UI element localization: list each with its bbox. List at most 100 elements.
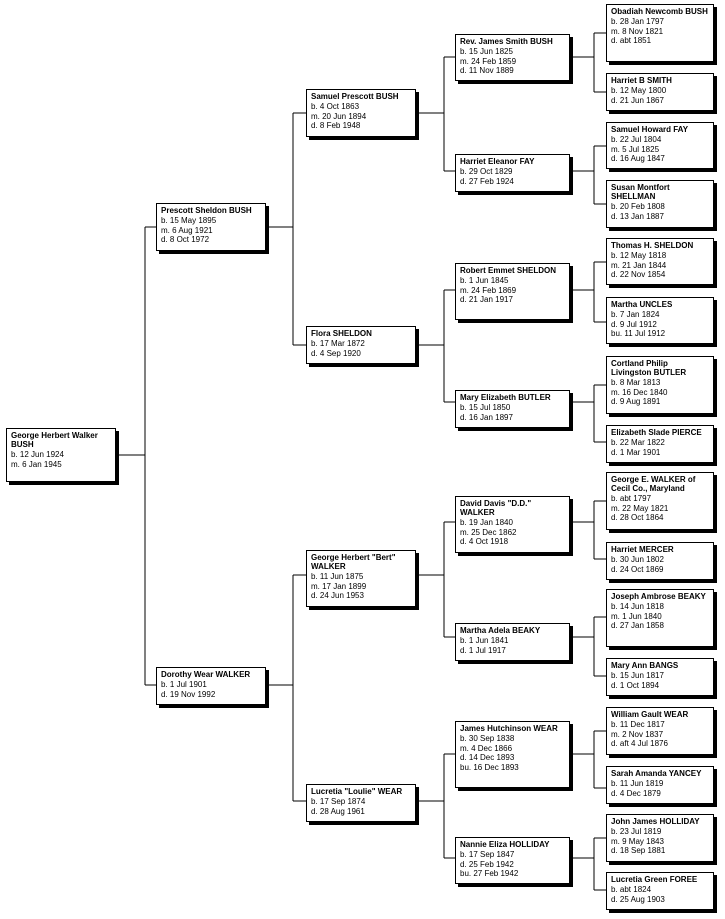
- person-name: Thomas H. SHELDON: [611, 241, 694, 250]
- person-fact: d. 1 Oct 1894: [611, 680, 660, 690]
- person-fact: b. 1 Jun 1841: [460, 636, 509, 645]
- person-fact: d. 4 Dec 1879: [611, 788, 661, 798]
- person-fact: d. 8 Oct 1972: [161, 235, 210, 245]
- person-fact: m. 6 Jan 1945: [11, 459, 62, 469]
- person-name: Mary Ann BANGS: [611, 661, 679, 670]
- person-name: Prescott Sheldon BUSH: [161, 206, 252, 215]
- person-fact: b. 30 Jun 1802: [611, 555, 664, 564]
- person-name: Harriet B SMITH: [611, 76, 672, 85]
- person-fact: b. 14 Jun 1818: [611, 602, 664, 611]
- person-box-harriet-b-smith[interactable]: Harriet B SMITH b. 12 May 1800 d. 21 Jun…: [606, 73, 714, 111]
- person-name: James Hutchinson WEAR: [460, 724, 558, 733]
- person-fact: m. 2 Nov 1837: [611, 729, 664, 739]
- person-box-james-hutchinson-wear[interactable]: James Hutchinson WEAR b. 30 Sep 1838 m. …: [455, 721, 570, 788]
- person-fact: b. 15 Jul 1850: [460, 403, 511, 412]
- person-name: Harriet MERCER: [611, 545, 674, 554]
- person-box-susan-montfort-shellman[interactable]: Susan Montfort SHELLMAN b. 20 Feb 1808 d…: [606, 180, 714, 228]
- person-box-harriet-eleanor-fay[interactable]: Harriet Eleanor FAY b. 29 Oct 1829 d. 27…: [455, 154, 570, 192]
- person-fact: b. 12 May 1800: [611, 86, 667, 95]
- person-fact: d. 9 Aug 1891: [611, 397, 661, 407]
- person-box-elizabeth-slade-pierce[interactable]: Elizabeth Slade PIERCE b. 22 Mar 1822 d.…: [606, 425, 714, 463]
- person-fact: b. 17 Mar 1872: [311, 339, 365, 348]
- person-fact: d. 11 Nov 1889: [460, 66, 514, 76]
- person-box-joseph-ambrose-beaky[interactable]: Joseph Ambrose BEAKY b. 14 Jun 1818 m. 1…: [606, 589, 714, 647]
- person-name: Sarah Amanda YANCEY: [611, 769, 702, 778]
- person-fact: d. 27 Feb 1924: [460, 176, 514, 186]
- person-name: George Herbert "Bert" WALKER: [311, 553, 396, 571]
- person-fact: b. 23 Jul 1819: [611, 827, 662, 836]
- person-name: Cortland Philip Livingston BUTLER: [611, 359, 687, 377]
- person-fact: d. 19 Nov 1992: [161, 689, 216, 699]
- person-name: Martha Adela BEAKY: [460, 626, 541, 635]
- person-fact: m. 8 Nov 1821: [611, 26, 664, 36]
- person-fact: d. 4 Oct 1918: [460, 537, 509, 547]
- person-box-john-james-holliday[interactable]: John James HOLLIDAY b. 23 Jul 1819 m. 9 …: [606, 814, 714, 862]
- person-box-martha-uncles[interactable]: Martha UNCLES b. 7 Jan 1824 d. 9 Jul 191…: [606, 297, 714, 344]
- person-fact: m. 25 Dec 1862: [460, 527, 517, 537]
- person-fact: m. 5 Jul 1825: [611, 144, 660, 154]
- person-box-george-herbert-bert-walker[interactable]: George Herbert "Bert" WALKER b. 11 Jun 1…: [306, 550, 416, 607]
- person-fact: m. 9 May 1843: [611, 836, 664, 846]
- person-box-dorothy-wear-walker[interactable]: Dorothy Wear WALKER b. 1 Jul 1901 d. 19 …: [156, 667, 266, 705]
- person-fact: b. 12 May 1818: [611, 251, 667, 260]
- person-fact: d. 4 Sep 1920: [311, 348, 361, 358]
- person-box-rev-james-smith-bush[interactable]: Rev. James Smith BUSH b. 15 Jun 1825 m. …: [455, 34, 570, 81]
- person-name: Dorothy Wear WALKER: [161, 670, 251, 679]
- person-fact: d. 9 Jul 1912: [611, 319, 657, 329]
- person-fact: b. abt 1824: [611, 885, 652, 894]
- person-fact: b. 22 Jul 1804: [611, 135, 662, 144]
- person-box-george-herbert-walker-bush[interactable]: George Herbert Walker BUSH b. 12 Jun 192…: [6, 428, 116, 482]
- person-name: Lucretia "Loulie" WEAR: [311, 787, 403, 796]
- person-box-robert-emmet-sheldon[interactable]: Robert Emmet SHELDON b. 1 Jun 1845 m. 24…: [455, 263, 570, 320]
- person-fact: d. 24 Oct 1869: [611, 564, 664, 574]
- person-fact: d. 21 Jun 1867: [611, 95, 664, 105]
- person-name: Martha UNCLES: [611, 300, 673, 309]
- person-fact: b. 30 Sep 1838: [460, 734, 515, 743]
- person-fact: d. 16 Jan 1897: [460, 412, 513, 422]
- person-box-mary-elizabeth-butler[interactable]: Mary Elizabeth BUTLER b. 15 Jul 1850 d. …: [455, 390, 570, 428]
- person-fact: m. 21 Jan 1844: [611, 260, 667, 270]
- person-fact: d. 1 Jul 1917: [460, 645, 506, 655]
- person-box-william-gault-wear[interactable]: William Gault WEAR b. 11 Dec 1817 m. 2 N…: [606, 707, 714, 755]
- person-name: Samuel Howard FAY: [611, 125, 689, 134]
- person-box-martha-adela-beaky[interactable]: Martha Adela BEAKY b. 1 Jun 1841 d. 1 Ju…: [455, 623, 570, 661]
- person-fact: m. 1 Jun 1840: [611, 611, 662, 621]
- person-box-harriet-mercer[interactable]: Harriet MERCER b. 30 Jun 1802 d. 24 Oct …: [606, 542, 714, 580]
- person-fact: m. 20 Jun 1894: [311, 111, 367, 121]
- person-box-obadiah-newcomb-bush[interactable]: Obadiah Newcomb BUSH b. 28 Jan 1797 m. 8…: [606, 4, 714, 62]
- person-box-sarah-amanda-yancey[interactable]: Sarah Amanda YANCEY b. 11 Jun 1819 d. 4 …: [606, 766, 714, 804]
- person-fact: b. 4 Oct 1863: [311, 102, 360, 111]
- person-fact: b. 8 Mar 1813: [611, 378, 661, 387]
- person-fact: b. 28 Jan 1797: [611, 17, 664, 26]
- person-box-thomas-h-sheldon[interactable]: Thomas H. SHELDON b. 12 May 1818 m. 21 J…: [606, 238, 714, 285]
- person-box-prescott-sheldon-bush[interactable]: Prescott Sheldon BUSH b. 15 May 1895 m. …: [156, 203, 266, 251]
- person-fact: d. 14 Dec 1893: [460, 753, 515, 763]
- person-box-david-davis-dd-walker[interactable]: David Davis "D.D." WALKER b. 19 Jan 1840…: [455, 496, 570, 553]
- person-box-samuel-howard-fay[interactable]: Samuel Howard FAY b. 22 Jul 1804 m. 5 Ju…: [606, 122, 714, 169]
- person-fact: b. 11 Jun 1875: [311, 572, 364, 581]
- person-fact: m. 4 Dec 1866: [460, 743, 513, 753]
- person-box-samuel-prescott-bush[interactable]: Samuel Prescott BUSH b. 4 Oct 1863 m. 20…: [306, 89, 416, 137]
- person-name: Joseph Ambrose BEAKY: [611, 592, 706, 601]
- person-box-lucretia-loulie-wear[interactable]: Lucretia "Loulie" WEAR b. 17 Sep 1874 d.…: [306, 784, 416, 822]
- person-box-flora-sheldon[interactable]: Flora SHELDON b. 17 Mar 1872 d. 4 Sep 19…: [306, 326, 416, 364]
- person-fact: m. 22 May 1821: [611, 503, 669, 513]
- person-fact: d. 8 Feb 1948: [311, 121, 361, 131]
- person-fact: b. 17 Sep 1874: [311, 797, 366, 806]
- person-fact: d. 13 Jan 1887: [611, 211, 664, 221]
- person-fact: bu. 27 Feb 1942: [460, 869, 519, 879]
- person-name: David Davis "D.D." WALKER: [460, 499, 532, 517]
- person-name: Nannie Eliza HOLLIDAY: [460, 840, 550, 849]
- person-fact: d. abt 1851: [611, 36, 652, 46]
- person-name: George Herbert Walker BUSH: [11, 431, 98, 449]
- person-fact: b. 7 Jan 1824: [611, 310, 660, 319]
- person-box-lucretia-green-foree[interactable]: Lucretia Green FOREE b. abt 1824 d. 25 A…: [606, 872, 714, 910]
- person-box-cortland-philip-livingston-butler[interactable]: Cortland Philip Livingston BUTLER b. 8 M…: [606, 356, 714, 414]
- person-box-george-e-walker-of-cecil-co[interactable]: George E. WALKER of Cecil Co., Maryland …: [606, 472, 714, 530]
- person-name: Harriet Eleanor FAY: [460, 157, 535, 166]
- person-box-nannie-eliza-holliday[interactable]: Nannie Eliza HOLLIDAY b. 17 Sep 1847 d. …: [455, 837, 570, 884]
- person-fact: d. 22 Nov 1854: [611, 270, 666, 280]
- person-box-mary-ann-bangs[interactable]: Mary Ann BANGS b. 15 Jun 1817 d. 1 Oct 1…: [606, 658, 714, 696]
- person-fact: bu. 11 Jul 1912: [611, 329, 666, 339]
- person-fact: d. aft 4 Jul 1876: [611, 739, 668, 749]
